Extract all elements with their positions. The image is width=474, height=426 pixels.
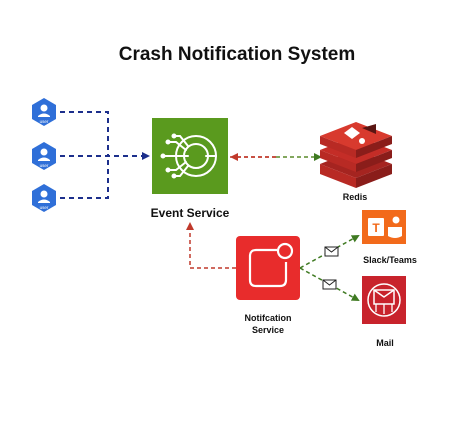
- redis-label: Redis: [342, 192, 368, 202]
- notification-service-label-line1: Notifcation: [244, 313, 292, 323]
- user-icon: user: [32, 142, 56, 170]
- event-service-label: Event Service: [150, 206, 230, 220]
- user-label: user: [40, 163, 49, 168]
- mail-label: Mail: [376, 338, 394, 348]
- edge-user1: [60, 111, 109, 156]
- event-service-icon: [160, 133, 217, 179]
- mail-icon: [362, 276, 406, 324]
- teams-icon: T: [362, 210, 406, 244]
- user-icon: user: [32, 98, 56, 126]
- user-label: user: [40, 205, 49, 210]
- notification-service-node: [236, 236, 300, 300]
- notify-to-event-edge: [186, 222, 236, 269]
- diagram-title: Crash Notification System: [118, 44, 356, 65]
- slack-teams-label: Slack/Teams: [363, 255, 417, 265]
- notification-icon: [248, 248, 288, 288]
- envelope-icon: [324, 246, 339, 257]
- notification-service-label-line2: Service: [251, 325, 285, 335]
- event-service-node: [152, 118, 228, 194]
- svg-text:T: T: [372, 221, 380, 235]
- redis-icon: [320, 122, 392, 188]
- edge-user3: [60, 156, 109, 199]
- notify-edges: [299, 235, 360, 301]
- notification-service-label: Notifcation Service: [220, 312, 316, 336]
- envelope-icon: [322, 279, 337, 290]
- user-label: user: [40, 119, 49, 124]
- user-edges: [60, 111, 150, 199]
- user-icon: user: [32, 184, 56, 212]
